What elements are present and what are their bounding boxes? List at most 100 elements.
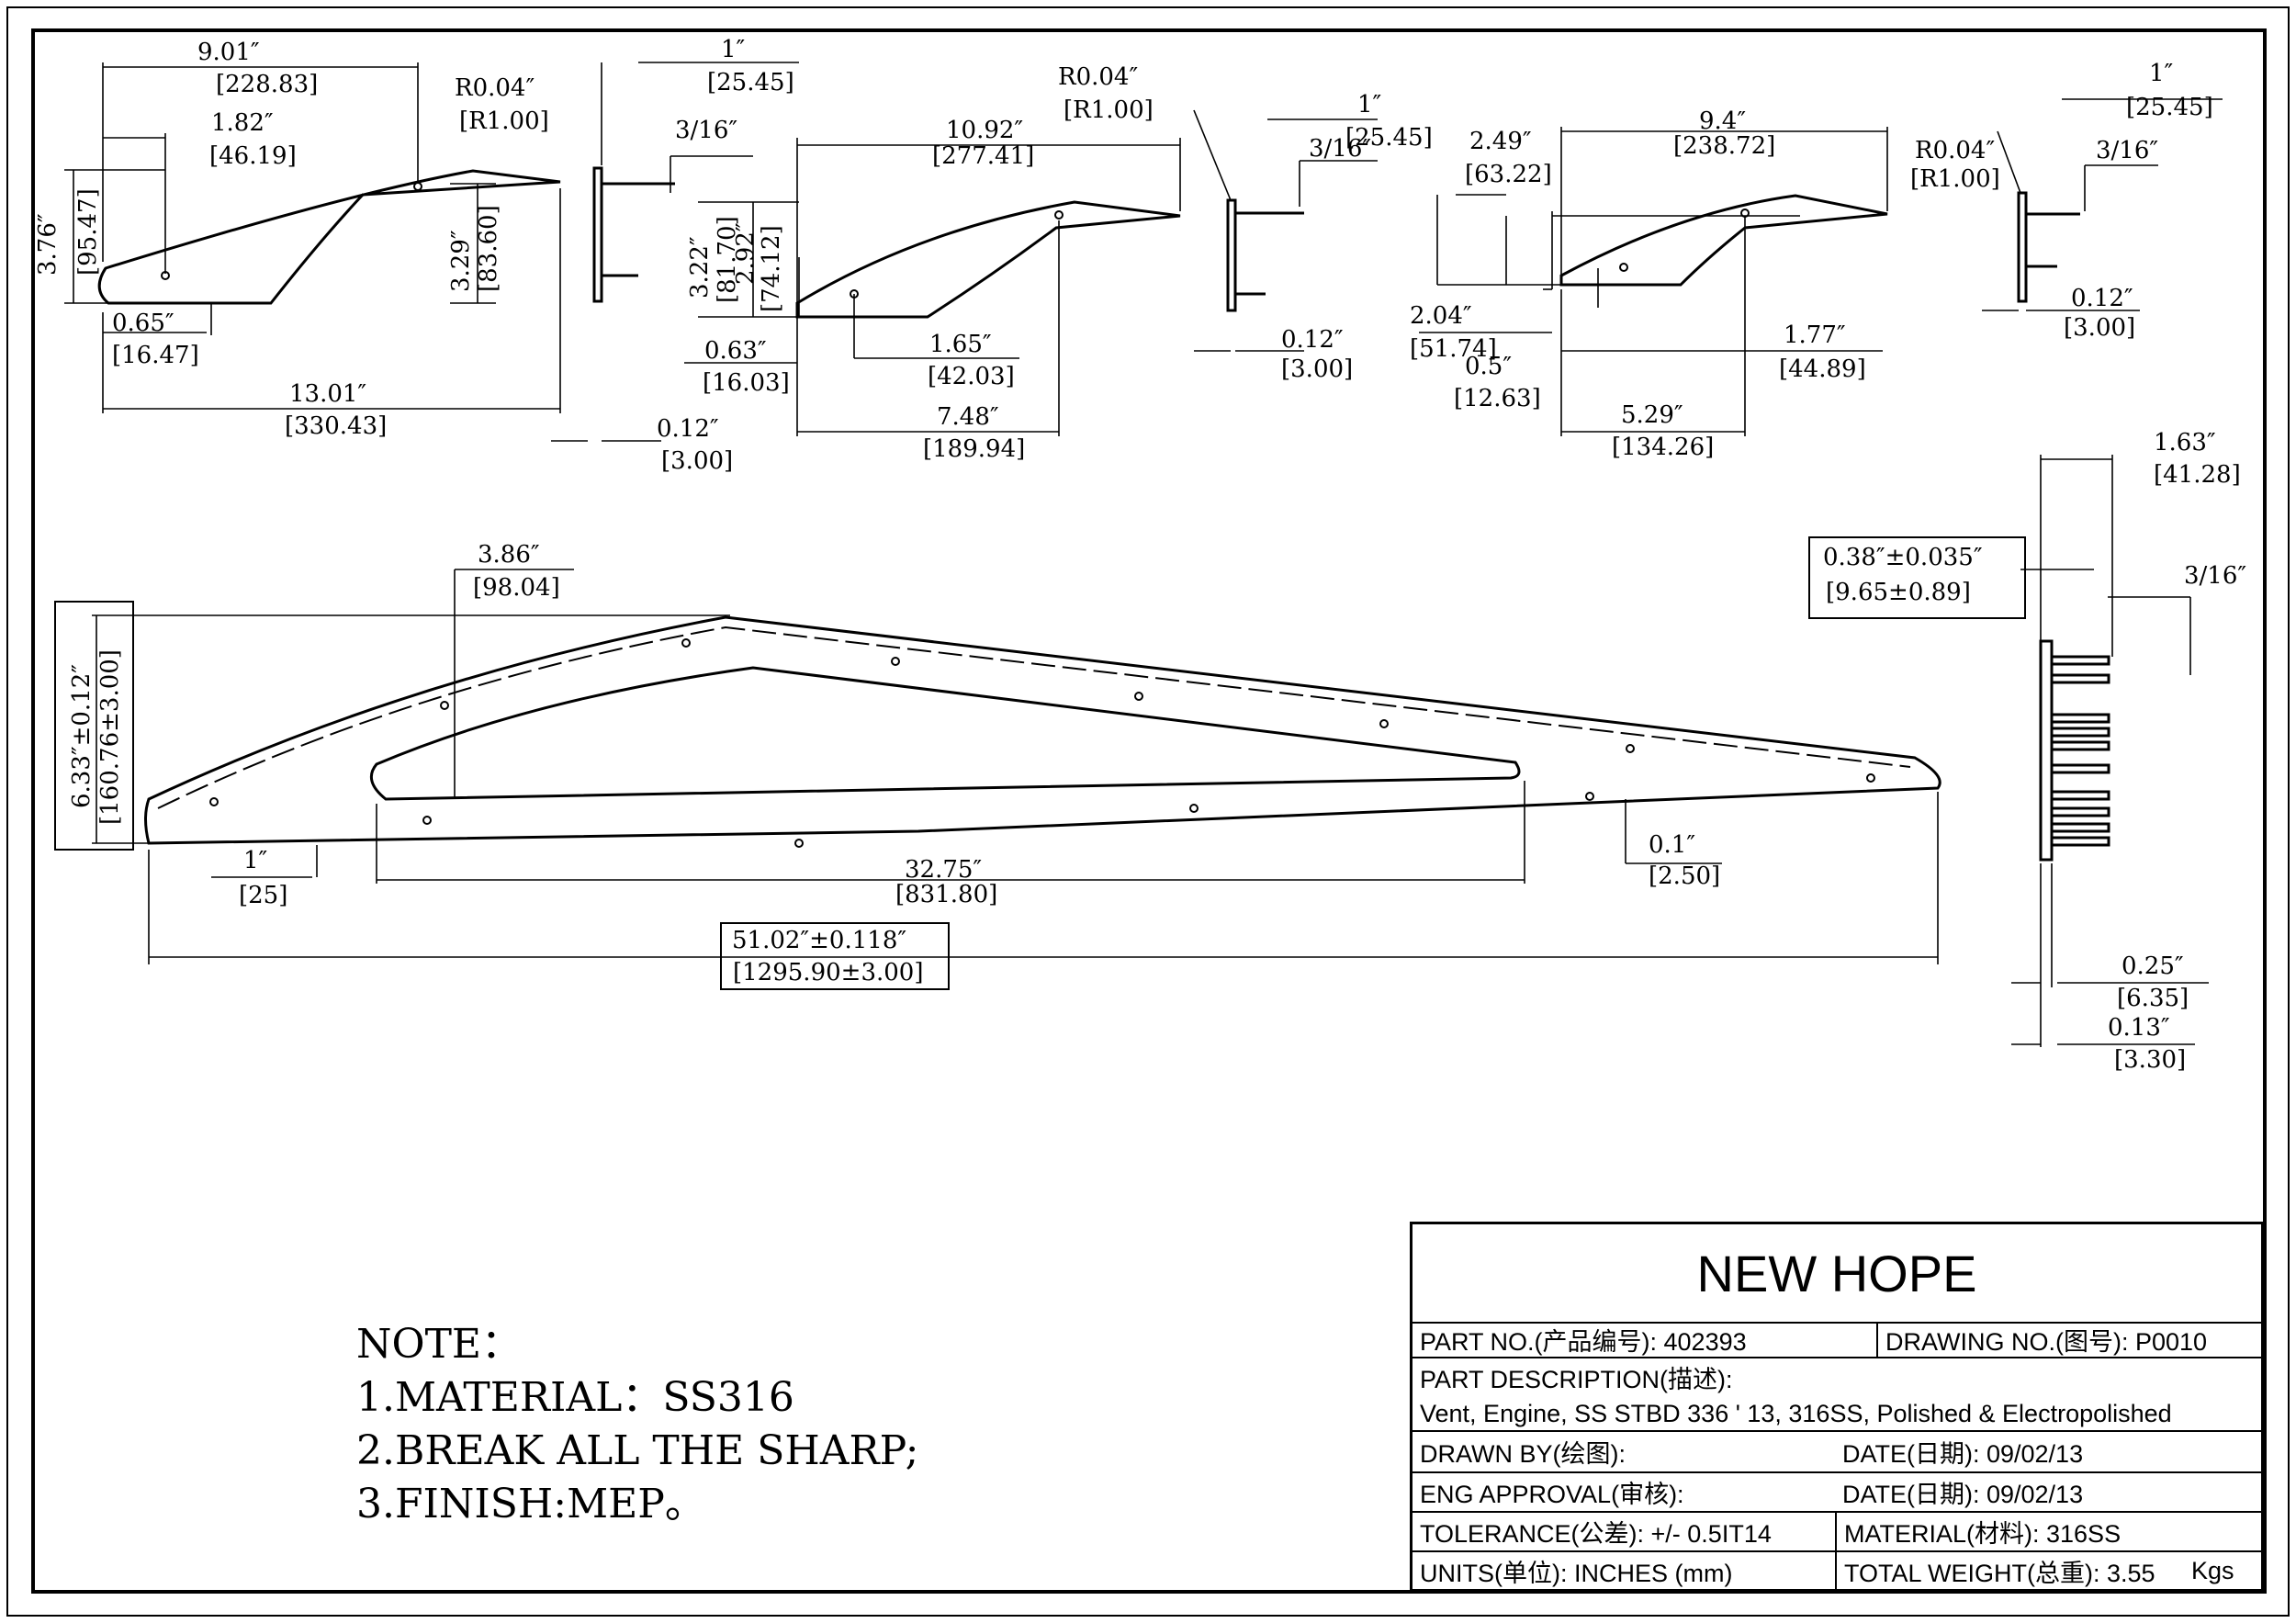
approval-date: DATE(日期): 09/02/13 bbox=[1842, 1481, 2084, 1508]
description-row: PART DESCRIPTION(描述): Vent, Engine, SS S… bbox=[1412, 1358, 2261, 1432]
dim-label: [25.45] bbox=[1345, 124, 1433, 152]
dim-label: [42.03] bbox=[928, 363, 1015, 390]
note-line: 3.FINISH:MEP。 bbox=[356, 1481, 705, 1527]
tolerance: TOLERANCE(公差): +/- 0.5IT14 bbox=[1420, 1520, 1772, 1548]
dim-label: [98.04] bbox=[473, 574, 560, 602]
dim-label: [95.47] bbox=[74, 188, 102, 276]
dim-label: [R1.00] bbox=[459, 107, 549, 135]
dim-label: 2.04″ bbox=[1410, 302, 1472, 330]
dim-label: 3/16″ bbox=[1309, 135, 1371, 163]
dim-label: [25] bbox=[239, 882, 287, 909]
dim-label: R0.04″ bbox=[455, 74, 535, 102]
dim-label: [3.30] bbox=[2114, 1046, 2186, 1074]
tolerance-row: TOLERANCE(公差): +/- 0.5IT14 MATERIAL(材料):… bbox=[1412, 1513, 2261, 1552]
dim-label: 0.25″ bbox=[2122, 952, 2184, 980]
main-cutout bbox=[369, 666, 1521, 801]
dim-label: 3/16″ bbox=[2184, 562, 2246, 590]
dim-label: 51.02″±0.118″ bbox=[732, 927, 906, 954]
dim-label: [134.26] bbox=[1612, 434, 1714, 461]
drawn-date: DATE(日期): 09/02/13 bbox=[1842, 1440, 2084, 1468]
dim-label: 6.33″±0.12″ bbox=[68, 664, 96, 808]
dim-label: [160.76±3.00] bbox=[96, 649, 124, 825]
dim-label: 3/16″ bbox=[675, 117, 737, 144]
dim-label: [9.65±0.89] bbox=[1826, 579, 1971, 606]
dim-label: 1.65″ bbox=[929, 331, 992, 358]
main-bend-line bbox=[157, 626, 1911, 809]
dim-label: [74.12] bbox=[758, 225, 785, 312]
dim-label: 3.22″ bbox=[686, 236, 714, 299]
dim-label: [63.22] bbox=[1465, 161, 1552, 188]
height-tolerance-box bbox=[54, 601, 134, 851]
dim-label: [51.74] bbox=[1410, 335, 1497, 363]
dim-label: 3.29″ bbox=[447, 230, 475, 292]
dim-label: 9.4″ bbox=[1699, 107, 1746, 135]
notes-heading: NOTE： bbox=[356, 1321, 523, 1368]
dim-label: [R1.00] bbox=[1910, 165, 2000, 193]
part3-profile bbox=[1559, 194, 1888, 287]
dim-label: [44.89] bbox=[1779, 355, 1866, 383]
eng-approval: ENG APPROVAL(审核): bbox=[1420, 1481, 1684, 1508]
dim-label: [238.72] bbox=[1673, 132, 1775, 160]
dim-label: R0.04″ bbox=[1915, 137, 1995, 164]
side-view-body bbox=[2039, 639, 2054, 862]
dim-label: 0.38″±0.035″ bbox=[1823, 544, 1983, 571]
dim-label: 0.12″ bbox=[2071, 285, 2133, 312]
dim-label: [228.83] bbox=[216, 71, 318, 98]
dim-label: 0.63″ bbox=[704, 337, 767, 365]
dim-label: 7.48″ bbox=[937, 403, 999, 431]
dim-label: 5.29″ bbox=[1621, 401, 1683, 429]
side-tolerance-box bbox=[1808, 536, 2026, 619]
dim-label: [3.00] bbox=[661, 447, 733, 475]
title-block: NEW HOPE PART NO.(产品编号): 402393 DRAWING … bbox=[1410, 1222, 2264, 1592]
part1-profile bbox=[97, 169, 561, 305]
part-description: Vent, Engine, SS STBD 336 ' 13, 316SS, P… bbox=[1420, 1399, 2172, 1427]
dim-label: [2.50] bbox=[1649, 862, 1720, 890]
dim-label: [R1.00] bbox=[1064, 96, 1154, 124]
dim-label: 2.49″ bbox=[1469, 128, 1532, 155]
approval-row: ENG APPROVAL(审核): DATE(日期): 09/02/13 bbox=[1412, 1473, 2261, 1513]
part-number: PART NO.(产品编号): 402393 bbox=[1420, 1327, 1747, 1356]
dim-label: [3.00] bbox=[1281, 355, 1353, 383]
dim-label: 1″ bbox=[243, 847, 268, 874]
dim-label: [41.28] bbox=[2154, 461, 2241, 489]
outer-border bbox=[6, 6, 2290, 1617]
company-name: NEW HOPE bbox=[1412, 1224, 2261, 1324]
dim-label: [6.35] bbox=[2117, 985, 2189, 1012]
note-line: 1.MATERIAL：SS316 bbox=[356, 1374, 794, 1421]
dim-label: [25.45] bbox=[2126, 94, 2213, 121]
dim-label: [3.00] bbox=[2064, 314, 2135, 342]
units-row: UNITS(单位): INCHES (mm) TOTAL WEIGHT(总重):… bbox=[1412, 1552, 2261, 1589]
part-number-row: PART NO.(产品编号): 402393 DRAWING NO.(图号): … bbox=[1412, 1322, 2261, 1358]
part2-flange bbox=[1226, 198, 1237, 312]
dim-label: 1″ bbox=[2149, 60, 2174, 87]
dim-label: 3.76″ bbox=[34, 213, 62, 276]
material: MATERIAL(材料): 316SS bbox=[1835, 1513, 2261, 1550]
weight-unit: Kgs bbox=[2191, 1556, 2234, 1584]
part-outlines bbox=[97, 166, 2110, 862]
dim-label: [12.63] bbox=[1454, 385, 1541, 412]
note-line: 2.BREAK ALL THE SHARP; bbox=[356, 1427, 919, 1474]
dim-label: 1.63″ bbox=[2154, 429, 2216, 456]
part-description-label: PART DESCRIPTION(描述): bbox=[1420, 1365, 1733, 1393]
drawn-by-row: DRAWN BY(绘图): DATE(日期): 09/02/13 bbox=[1412, 1432, 2261, 1473]
dim-label: 9.01″ bbox=[197, 39, 260, 66]
dim-label: [1295.90±3.00] bbox=[733, 959, 923, 986]
dim-label: [189.94] bbox=[923, 435, 1025, 463]
dim-label: [330.43] bbox=[285, 412, 387, 440]
part3-flange bbox=[2017, 191, 2028, 303]
dim-label: 3.86″ bbox=[478, 541, 540, 569]
dim-label: 0.65″ bbox=[112, 310, 174, 337]
dim-label: 0.12″ bbox=[1281, 326, 1344, 354]
length-tolerance-box bbox=[720, 922, 950, 990]
dim-label: 1.77″ bbox=[1784, 321, 1846, 349]
dim-label: 13.01″ bbox=[289, 380, 366, 408]
tolerance-boxes bbox=[54, 536, 2026, 990]
dim-label: 10.92″ bbox=[946, 117, 1023, 144]
dim-label: 3/16″ bbox=[2096, 137, 2158, 164]
dimension-lines bbox=[64, 62, 2223, 1047]
dim-label: [81.70] bbox=[714, 216, 741, 303]
part2-profile bbox=[795, 200, 1181, 319]
dim-label: [46.19] bbox=[209, 142, 297, 170]
dim-label: [16.03] bbox=[703, 369, 790, 397]
